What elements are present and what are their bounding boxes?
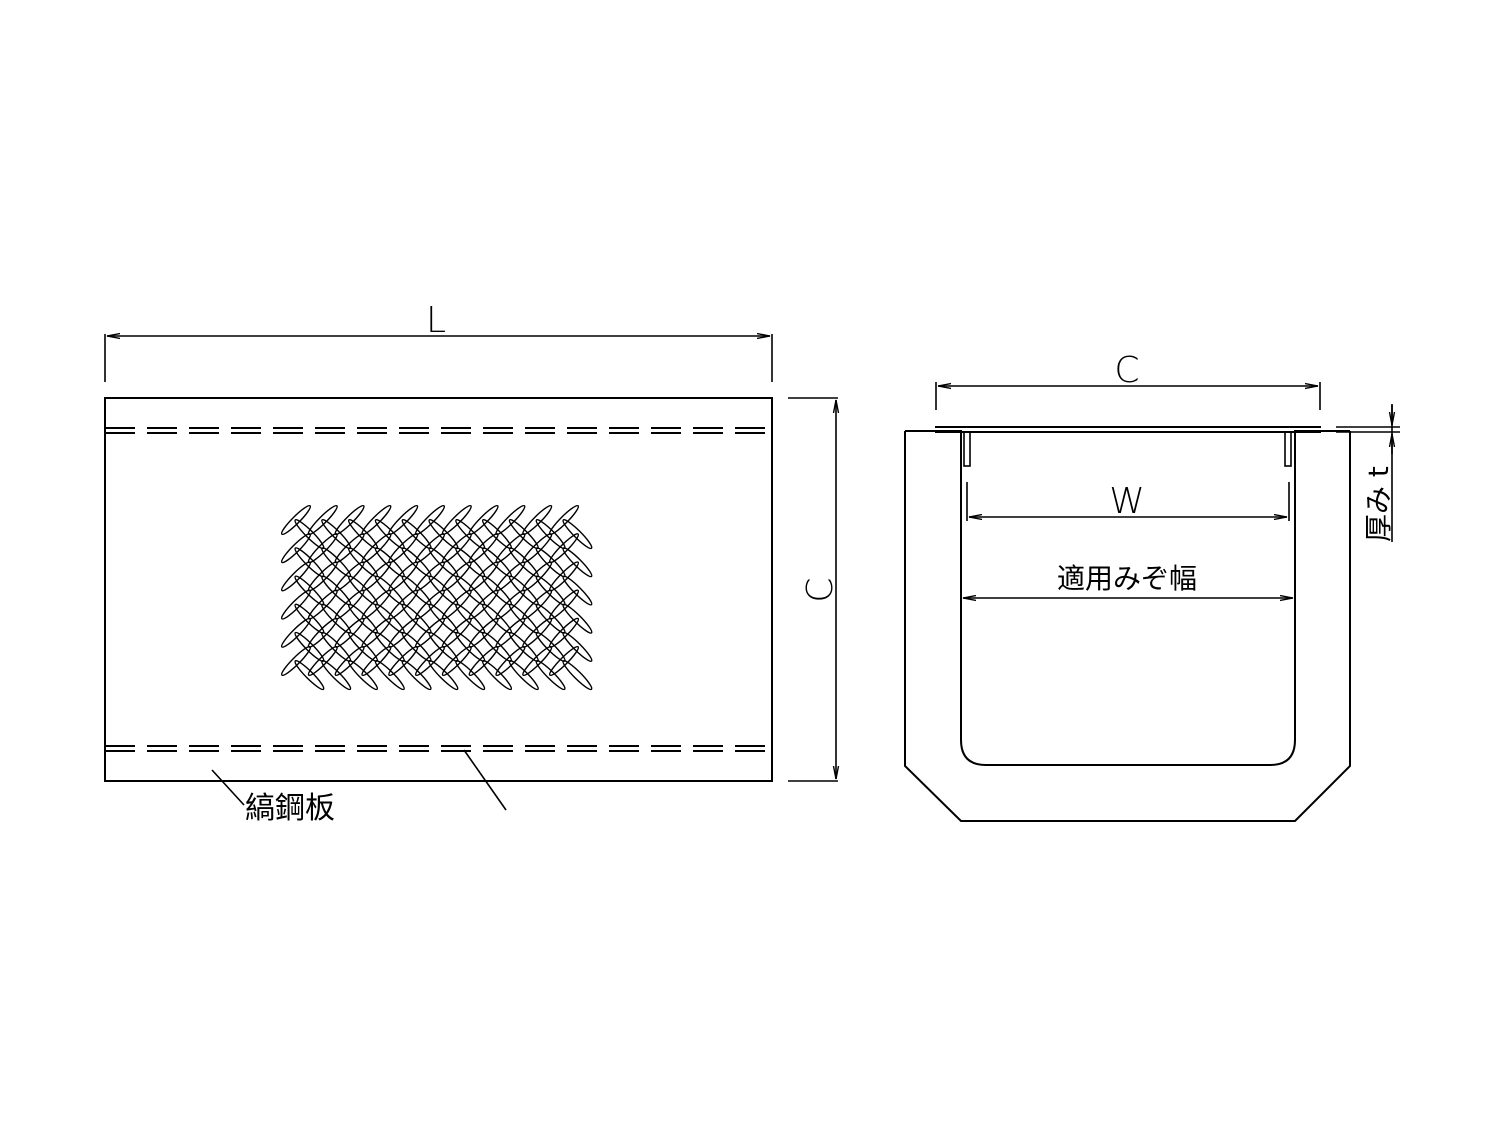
thickness-label: 厚み t — [1362, 466, 1395, 542]
checker-lug — [280, 589, 312, 620]
checker-pattern — [280, 504, 593, 691]
checker-lug — [361, 645, 392, 677]
checker-lug — [548, 645, 580, 677]
gutter-inner-channel — [947, 430, 1309, 766]
material-label: 縞鋼板 — [245, 791, 335, 826]
checker-lug — [347, 660, 379, 691]
applied-width-label: 適用みぞ幅 — [1057, 562, 1197, 595]
dimension-height: C — [788, 397, 841, 782]
checker-lug — [562, 660, 593, 691]
material-leader: 縞鋼板 — [211, 749, 507, 826]
dimension-applied-width: 適用みぞ幅 — [963, 562, 1293, 598]
checker-plate-outline — [104, 397, 773, 782]
checker-lug — [535, 660, 566, 691]
gutter-outer-profile — [904, 431, 1351, 822]
checker-lug — [321, 660, 352, 691]
dimension-label-length: L — [426, 300, 446, 341]
checker-lug — [374, 660, 405, 691]
dimension-label-cover-width: C — [1114, 350, 1139, 391]
checker-lug — [481, 660, 513, 691]
checker-lug — [562, 547, 593, 578]
checker-lug — [468, 645, 499, 677]
section-view: C W 適用みぞ幅 — [904, 350, 1400, 822]
checker-lug — [280, 504, 312, 536]
checker-lug — [294, 660, 325, 691]
dimension-label-height: C — [800, 577, 841, 602]
checker-lug — [428, 660, 459, 691]
checker-lug — [495, 645, 526, 677]
checker-lug — [508, 660, 539, 691]
dimension-cover-width: C — [935, 350, 1321, 410]
checker-lug — [562, 603, 593, 634]
checker-lug — [280, 561, 312, 592]
checker-lug — [441, 645, 472, 677]
checker-lug — [562, 631, 593, 662]
dimension-thickness: 厚み t — [1336, 404, 1400, 542]
checker-lug — [455, 660, 486, 691]
checker-lug — [562, 575, 593, 606]
plan-view: L C 縞鋼板 — [104, 300, 841, 826]
dimension-label-inner-width: W — [1109, 481, 1145, 522]
checker-lug — [280, 533, 312, 564]
dimension-inner-width: W — [966, 481, 1290, 522]
checker-lug — [280, 645, 312, 677]
checker-lug — [562, 519, 593, 550]
cover-plate — [935, 426, 1321, 433]
checker-lug — [388, 645, 419, 677]
checker-lug — [307, 645, 338, 677]
checker-lug — [334, 645, 365, 677]
dimension-length: L — [104, 300, 773, 382]
checker-lug — [280, 617, 312, 648]
cover-legs — [963, 431, 1292, 467]
checker-lug — [522, 645, 553, 677]
hidden-frame-lines — [105, 427, 772, 752]
checker-lug — [414, 645, 446, 677]
checker-lug — [401, 660, 432, 691]
